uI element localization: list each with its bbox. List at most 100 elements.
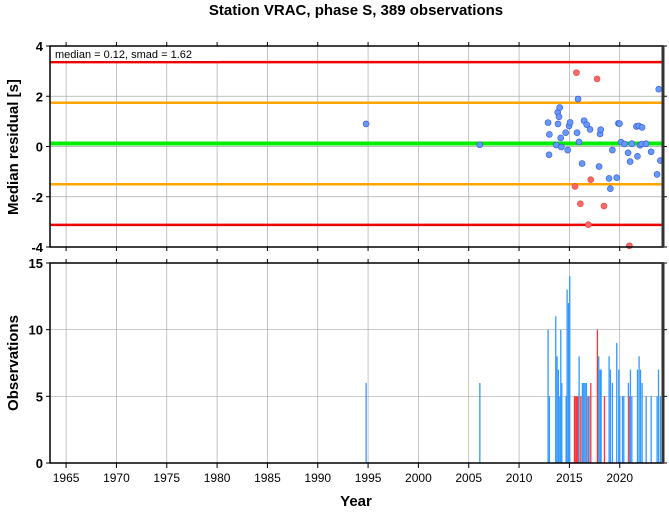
data-point: [574, 95, 582, 103]
observation-bar: [585, 383, 588, 463]
bottom-y-tick-label: 5: [36, 389, 43, 404]
observation-bar: [609, 369, 612, 463]
data-point: [575, 138, 583, 146]
data-point: [597, 126, 604, 133]
observation-bar: [565, 396, 567, 463]
x-tick-label: 1975: [153, 471, 180, 485]
annotation-background: [51, 47, 221, 61]
observation-bar: [621, 396, 624, 463]
data-point: [634, 152, 641, 160]
data-point: [621, 140, 628, 148]
data-point: [562, 129, 569, 136]
top-y-tick-label: 4: [36, 39, 44, 54]
outlier-bar: [590, 383, 592, 463]
x-tick-label: 2020: [606, 471, 633, 485]
observation-bar: [623, 396, 625, 463]
observation-bar: [657, 369, 660, 463]
outlier-point: [626, 242, 633, 250]
outlier-bar: [575, 396, 577, 463]
x-tick-label: 2010: [506, 471, 533, 485]
observation-bar: [616, 343, 618, 463]
observation-bar: [583, 383, 585, 463]
data-point: [555, 113, 563, 121]
x-tick-label: 1990: [304, 471, 331, 485]
observation-bar: [599, 369, 601, 463]
outlier-bar: [580, 396, 582, 463]
data-point: [626, 158, 634, 165]
observation-bar: [584, 383, 586, 463]
observation-bar: [547, 329, 549, 463]
observation-bar: [566, 289, 568, 463]
data-point: [605, 175, 613, 182]
observation-bar: [645, 396, 647, 463]
data-point: [613, 174, 620, 181]
observation-bar: [619, 396, 621, 463]
data-point: [647, 148, 655, 156]
data-point: [616, 120, 623, 127]
observation-bar: [636, 369, 639, 463]
observation-bar: [639, 369, 642, 463]
data-point: [573, 129, 581, 136]
observation-bar: [611, 383, 614, 463]
x-tick-label: 1995: [355, 471, 382, 485]
data-point: [653, 171, 661, 178]
observation-bar: [581, 383, 584, 463]
x-tick-label: 2005: [455, 471, 482, 485]
observation-bar: [618, 369, 620, 463]
data-point: [609, 146, 616, 154]
outlier-point: [577, 200, 584, 208]
outlier-point: [600, 202, 608, 210]
data-point: [655, 85, 663, 93]
data-point: [554, 120, 562, 128]
outlier-point: [571, 183, 579, 190]
bottom-y-tick-label: 10: [29, 323, 43, 338]
x-tick-label: 1980: [204, 471, 231, 485]
observation-bar: [608, 356, 610, 463]
observation-bar: [656, 396, 658, 463]
outlier-bar: [603, 396, 606, 463]
observation-bar: [629, 369, 632, 463]
top-y-tick-label: -2: [31, 190, 43, 205]
data-point: [586, 126, 594, 133]
top-y-tick-label: 0: [36, 140, 43, 155]
observation-bar: [569, 276, 571, 463]
observation-bar: [641, 383, 643, 463]
data-point: [566, 119, 574, 126]
observation-bar: [479, 383, 481, 463]
outlier-point: [573, 69, 580, 76]
data-point: [624, 149, 632, 157]
outlier-point: [593, 75, 601, 83]
data-point: [583, 121, 591, 128]
outlier-bar: [628, 396, 630, 463]
outlier-bar: [577, 396, 579, 463]
outlier-point: [587, 176, 595, 183]
observation-bar: [561, 383, 563, 463]
outlier-bar: [587, 396, 589, 463]
observation-bar: [659, 396, 662, 463]
x-tick-label: 1970: [103, 471, 130, 485]
observation-bar: [548, 396, 551, 463]
observation-bar: [588, 396, 590, 463]
top-y-tick-label: -4: [31, 240, 43, 255]
bottom-y-tick-label: 0: [36, 456, 43, 471]
top-y-tick-label: 2: [36, 89, 43, 104]
x-tick-label: 2000: [405, 471, 432, 485]
data-point: [545, 151, 553, 159]
outlier-point: [585, 221, 592, 228]
observation-bar: [598, 356, 600, 463]
bottom-plot-frame: [49, 262, 664, 464]
data-point: [476, 141, 484, 149]
data-point: [578, 160, 586, 167]
observation-bar: [578, 356, 580, 463]
data-point: [557, 134, 565, 142]
x-tick-label: 1985: [254, 471, 281, 485]
observation-bar: [567, 303, 570, 463]
observation-bar: [627, 383, 630, 463]
top-y-axis-label: Median residual [s]: [5, 79, 22, 215]
observation-bar: [600, 369, 602, 463]
x-tick-label: 2015: [556, 471, 583, 485]
bottom-y-tick-label: 15: [29, 256, 43, 271]
observation-bar: [638, 356, 640, 463]
observation-bar: [631, 396, 633, 463]
